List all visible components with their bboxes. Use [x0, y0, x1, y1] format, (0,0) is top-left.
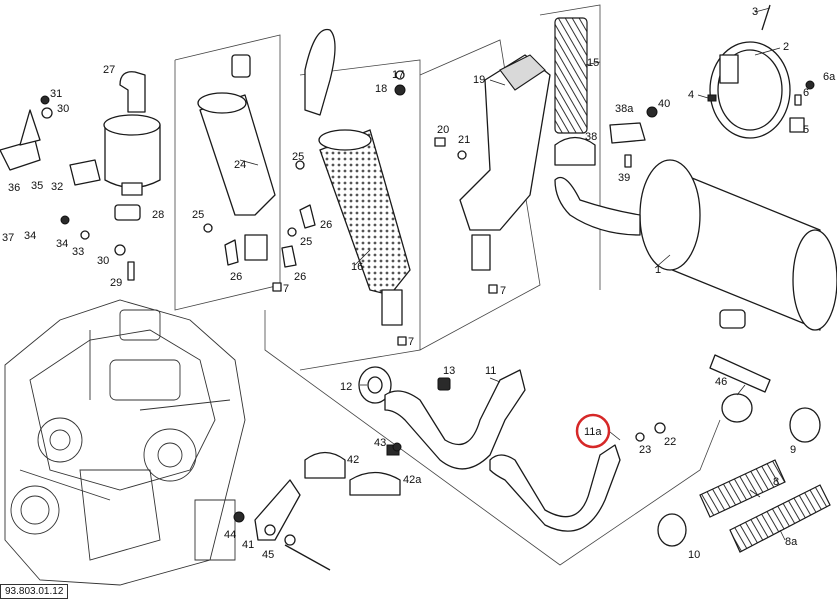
- callout-36: 36: [8, 182, 20, 194]
- callout-22: 22: [664, 436, 676, 448]
- callout-32: 32: [51, 181, 63, 193]
- callout-6: 6: [803, 87, 809, 99]
- callout-38: 38: [585, 131, 597, 143]
- callout-7-a: 7: [283, 283, 289, 295]
- callout-6a: 6a: [823, 71, 836, 83]
- callout-labels: 1 2 3 4 5 6 6a 7 7 7 8 8a 9 10 11 12 13 …: [2, 6, 836, 561]
- heat-shield-19: [459, 54, 551, 271]
- callout-20: 20: [437, 124, 449, 136]
- callout-46: 46: [715, 376, 727, 388]
- callout-44: 44: [224, 529, 236, 541]
- callout-40: 40: [658, 98, 670, 110]
- callout-2: 2: [783, 41, 789, 53]
- callout-18: 18: [375, 83, 387, 95]
- callout-16: 16: [351, 261, 363, 273]
- exhaust-pipe-11a: [489, 444, 621, 532]
- callout-21: 21: [458, 134, 470, 146]
- callout-19: 19: [473, 74, 485, 86]
- callout-25-b: 25: [192, 209, 204, 221]
- callout-12: 12: [340, 381, 352, 393]
- pre-silencer-27: [103, 71, 161, 196]
- callout-13: 13: [443, 365, 455, 377]
- callout-5: 5: [803, 124, 809, 136]
- callout-23: 23: [639, 444, 651, 456]
- callout-30-b: 30: [97, 255, 109, 267]
- pipe-24: [197, 54, 276, 261]
- callout-17: 17: [392, 69, 404, 81]
- callout-8: 8: [773, 476, 779, 488]
- callout-1: 1: [655, 264, 661, 276]
- callout-41: 41: [242, 539, 254, 551]
- muffler-1: [554, 159, 837, 331]
- drawing-reference-number: 93.803.01.12: [0, 584, 69, 599]
- callout-33: 33: [72, 246, 84, 258]
- callout-15: 15: [587, 57, 599, 69]
- callout-38a: 38a: [615, 103, 634, 115]
- callout-4: 4: [688, 89, 694, 101]
- callout-45: 45: [262, 549, 274, 561]
- callout-35: 35: [31, 180, 43, 192]
- flex-pipe-15: [554, 17, 588, 134]
- callout-11a: 11a: [584, 426, 602, 438]
- callout-29: 29: [110, 277, 122, 289]
- callout-10: 10: [688, 549, 700, 561]
- highlighted-callout-11a[interactable]: 11a: [575, 413, 611, 449]
- callout-26-b: 26: [294, 271, 306, 283]
- callout-31: 31: [50, 88, 62, 100]
- callout-26-c: 26: [320, 219, 332, 231]
- nut-13: [437, 377, 451, 391]
- callout-42: 42: [347, 454, 359, 466]
- callout-37: 37: [2, 232, 14, 244]
- callout-34-b: 34: [24, 230, 36, 242]
- leader-lines: [239, 7, 786, 541]
- callout-26-a: 26: [230, 271, 242, 283]
- strap-2: [709, 41, 791, 139]
- callout-7-c: 7: [500, 285, 506, 297]
- callout-30-a: 30: [57, 103, 69, 115]
- callout-25-a: 25: [292, 151, 304, 163]
- callout-27: 27: [103, 64, 115, 76]
- lower-right-parts: [657, 354, 831, 553]
- exhaust-pipe-11: [384, 369, 526, 470]
- assembly-guide-lines: [174, 4, 721, 566]
- callout-7-b: 7: [408, 336, 414, 348]
- highlight-ring: [575, 413, 611, 449]
- callout-28: 28: [152, 209, 164, 221]
- callout-25-c: 25: [300, 236, 312, 248]
- callout-24: 24: [234, 159, 246, 171]
- callout-9: 9: [790, 444, 796, 456]
- callout-34-a: 34: [56, 238, 68, 250]
- callout-43: 43: [374, 437, 386, 449]
- callout-42a: 42a: [403, 474, 422, 486]
- callout-8a: 8a: [785, 536, 798, 548]
- perforated-pipe-16: [304, 28, 411, 326]
- small-hardware: [0, 4, 815, 546]
- clamps-42: [233, 444, 401, 571]
- gasket-12: [358, 366, 392, 404]
- callout-39: 39: [618, 172, 630, 184]
- callout-11: 11: [485, 365, 496, 377]
- engine-assembly: [4, 299, 246, 586]
- callout-3: 3: [752, 6, 758, 18]
